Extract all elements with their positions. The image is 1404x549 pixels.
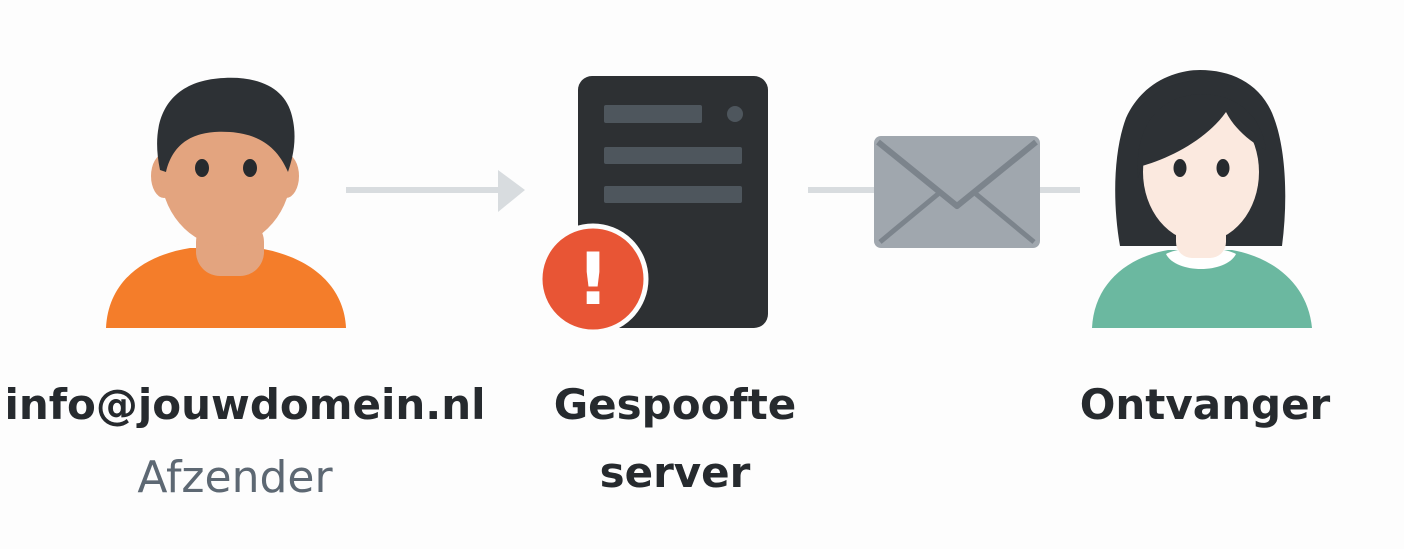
server-label-line2: server: [599, 448, 751, 497]
arrow-sender-to-server: [346, 170, 525, 212]
recipient-eye-left: [1173, 159, 1187, 177]
server-slot-1: [604, 105, 702, 123]
sender-eye-right: [243, 159, 257, 177]
warning-symbol: !: [577, 237, 610, 321]
recipient-eye-right: [1216, 159, 1230, 177]
recipient-person-icon: [1092, 70, 1312, 328]
sender-eye-left: [195, 159, 209, 177]
sender-email-label: info@jouwdomein.nl: [4, 380, 486, 429]
recipient-shirt: [1092, 250, 1312, 328]
server-led: [727, 106, 743, 122]
server-label-line1: Gespoofte: [553, 380, 797, 429]
recipient-bangs: [1137, 94, 1266, 178]
server-slot-3: [604, 186, 742, 203]
sender-role-label: Afzender: [137, 452, 333, 503]
warning-icon: !: [537, 223, 649, 335]
recipient-label: Ontvanger: [1079, 380, 1331, 429]
sender-person-icon: [106, 77, 346, 328]
envelope-icon: [874, 136, 1040, 248]
server-slot-2: [604, 147, 742, 164]
sender-shirt: [106, 248, 346, 328]
sender-hair: [157, 77, 295, 172]
